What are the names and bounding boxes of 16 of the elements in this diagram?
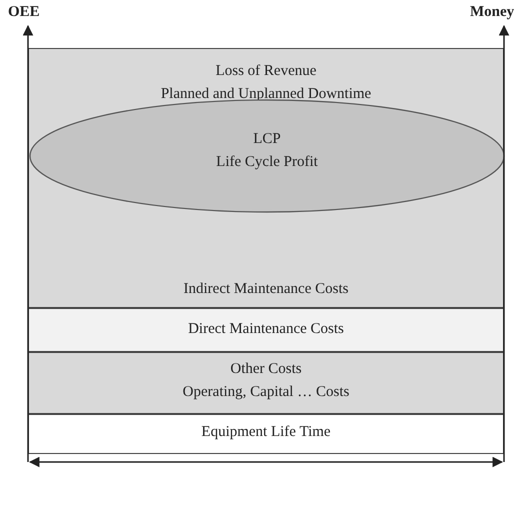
cost-band [28, 48, 504, 308]
axis-title: Money [470, 4, 514, 21]
band-heading: Loss of Revenue [216, 63, 316, 80]
time-band [28, 414, 504, 454]
band-text: Operating, Capital … Costs [182, 384, 350, 401]
band-text: Direct Maintenance Costs [188, 321, 344, 338]
band-text: Life Cycle Profit [216, 154, 318, 171]
band-text: Indirect Maintenance Costs [184, 281, 348, 298]
profit-ellipse [29, 99, 505, 213]
band-text: Planned and Unplanned Downtime [160, 86, 372, 103]
cost-band [28, 308, 504, 352]
band-heading: LCP [253, 131, 281, 148]
band-text: Equipment Life Time [201, 424, 331, 441]
band-heading: Other Costs [230, 361, 302, 378]
cost-band [28, 352, 504, 414]
axis-title: OEE [8, 4, 40, 21]
